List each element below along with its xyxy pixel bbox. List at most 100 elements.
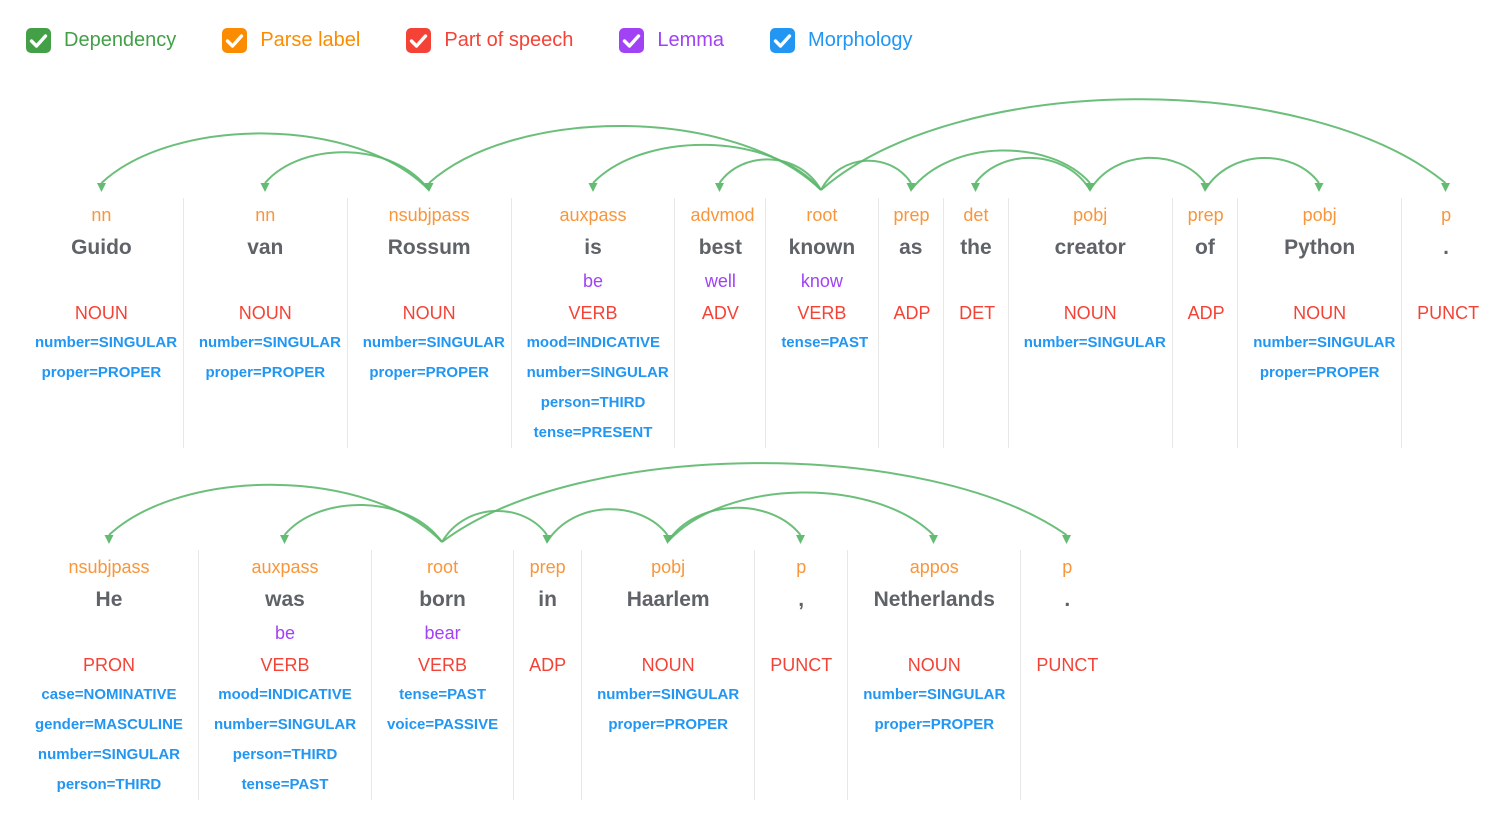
parse-label: prep — [529, 557, 566, 577]
token-word: . — [1064, 588, 1071, 611]
token-pos: PUNCT — [1036, 655, 1099, 675]
toggle-part-of-speech[interactable]: Part of speech — [406, 27, 574, 53]
token-pos: PUNCT — [770, 655, 833, 675]
token-pos: NOUN — [74, 303, 128, 323]
token-pos: NOUN — [402, 303, 456, 323]
token[interactable]: p,PUNCT — [754, 550, 847, 800]
morph-feature: tense=PAST — [399, 686, 486, 703]
morph-feature: proper=PROPER — [1259, 364, 1380, 381]
token-pos: DET — [959, 303, 996, 323]
token-word: born — [419, 588, 466, 611]
token-lemma — [770, 618, 832, 648]
morph-feature: gender=MASCULINE — [35, 716, 183, 733]
token-lemma — [1188, 266, 1223, 296]
token-morphology: number=SINGULAR proper=PROPER — [198, 328, 341, 388]
toggle-lemma[interactable]: Lemma — [619, 27, 725, 53]
morph-feature: tense=PAST — [241, 776, 329, 793]
toggle-label: Lemma — [657, 28, 725, 51]
parse-label: nsubjpass — [68, 557, 150, 577]
token-pos: NOUN — [641, 655, 695, 675]
token-lemma: be — [582, 271, 604, 291]
token-morphology: number=SINGULAR proper=PROPER — [863, 680, 1005, 740]
toggle-label: Part of speech — [444, 28, 574, 51]
token-morphology: number=SINGULAR — [1024, 328, 1166, 358]
parse-label: nn — [91, 205, 112, 225]
token-lemma — [35, 618, 183, 648]
checkbox-checked-icon — [406, 27, 432, 53]
checkbox-checked-icon — [26, 27, 51, 53]
token-pos: NOUN — [1063, 303, 1117, 323]
token-pos: ADP — [893, 303, 931, 323]
morph-feature: person=THIRD — [56, 776, 162, 793]
layer-toggles: Dependency Parse label Part of speech Le… — [26, 22, 1490, 58]
parse-label: root — [806, 205, 838, 225]
token-pos: ADP — [529, 655, 567, 675]
morph-feature: proper=PROPER — [874, 716, 995, 733]
toggle-label: Dependency — [64, 28, 177, 51]
parse-label: p — [1441, 205, 1452, 225]
parse-label: prep — [1187, 205, 1224, 225]
morph-feature: number=SINGULAR — [597, 686, 740, 703]
parse-label: pobj — [651, 557, 686, 577]
token-lemma — [363, 266, 496, 296]
token-word: of — [1195, 236, 1215, 259]
morph-feature: tense=PRESENT — [533, 424, 653, 441]
toggle-morphology[interactable]: Morphology — [770, 27, 913, 53]
token-pos: VERB — [568, 303, 618, 323]
morph-feature: voice=PASSIVE — [387, 716, 499, 733]
morph-feature: proper=PROPER — [205, 364, 326, 381]
token-lemma: well — [704, 271, 736, 291]
morph-feature: number=SINGULAR — [863, 686, 1006, 703]
token-word: as — [899, 236, 923, 259]
token-word: creator — [1054, 236, 1126, 259]
token-lemma — [863, 618, 1005, 648]
toggle-dependency[interactable]: Dependency — [26, 27, 177, 53]
token-word: He — [95, 588, 123, 611]
parse-label: p — [1062, 557, 1073, 577]
parse-label: prep — [893, 205, 930, 225]
token-morphology: tense=PAST voice=PASSIVE — [387, 680, 498, 740]
token-lemma: know — [800, 271, 843, 291]
checkbox-checked-icon — [619, 27, 645, 53]
parse-label: det — [963, 205, 989, 225]
toggle-label: Parse label — [260, 28, 361, 51]
token-word: in — [538, 588, 557, 611]
token-pos: ADV — [701, 303, 739, 323]
checkbox-checked-icon — [770, 27, 796, 53]
parse-label: p — [796, 557, 807, 577]
morph-feature: number=SINGULAR — [526, 364, 669, 381]
parse-label: nsubjpass — [388, 205, 470, 225]
morph-feature: number=SINGULAR — [198, 334, 341, 351]
parse-label: pobj — [1073, 205, 1108, 225]
token-lemma: be — [274, 623, 295, 643]
parse-label: nn — [255, 205, 276, 225]
token-pos: NOUN — [238, 303, 292, 323]
token[interactable]: p. PUNCT — [1020, 550, 1113, 800]
parse-label: auxpass — [559, 205, 627, 225]
token-lemma — [1417, 266, 1475, 296]
toggle-parse-label[interactable]: Parse label — [222, 27, 361, 53]
token[interactable]: p.PUNCT — [1401, 198, 1490, 448]
